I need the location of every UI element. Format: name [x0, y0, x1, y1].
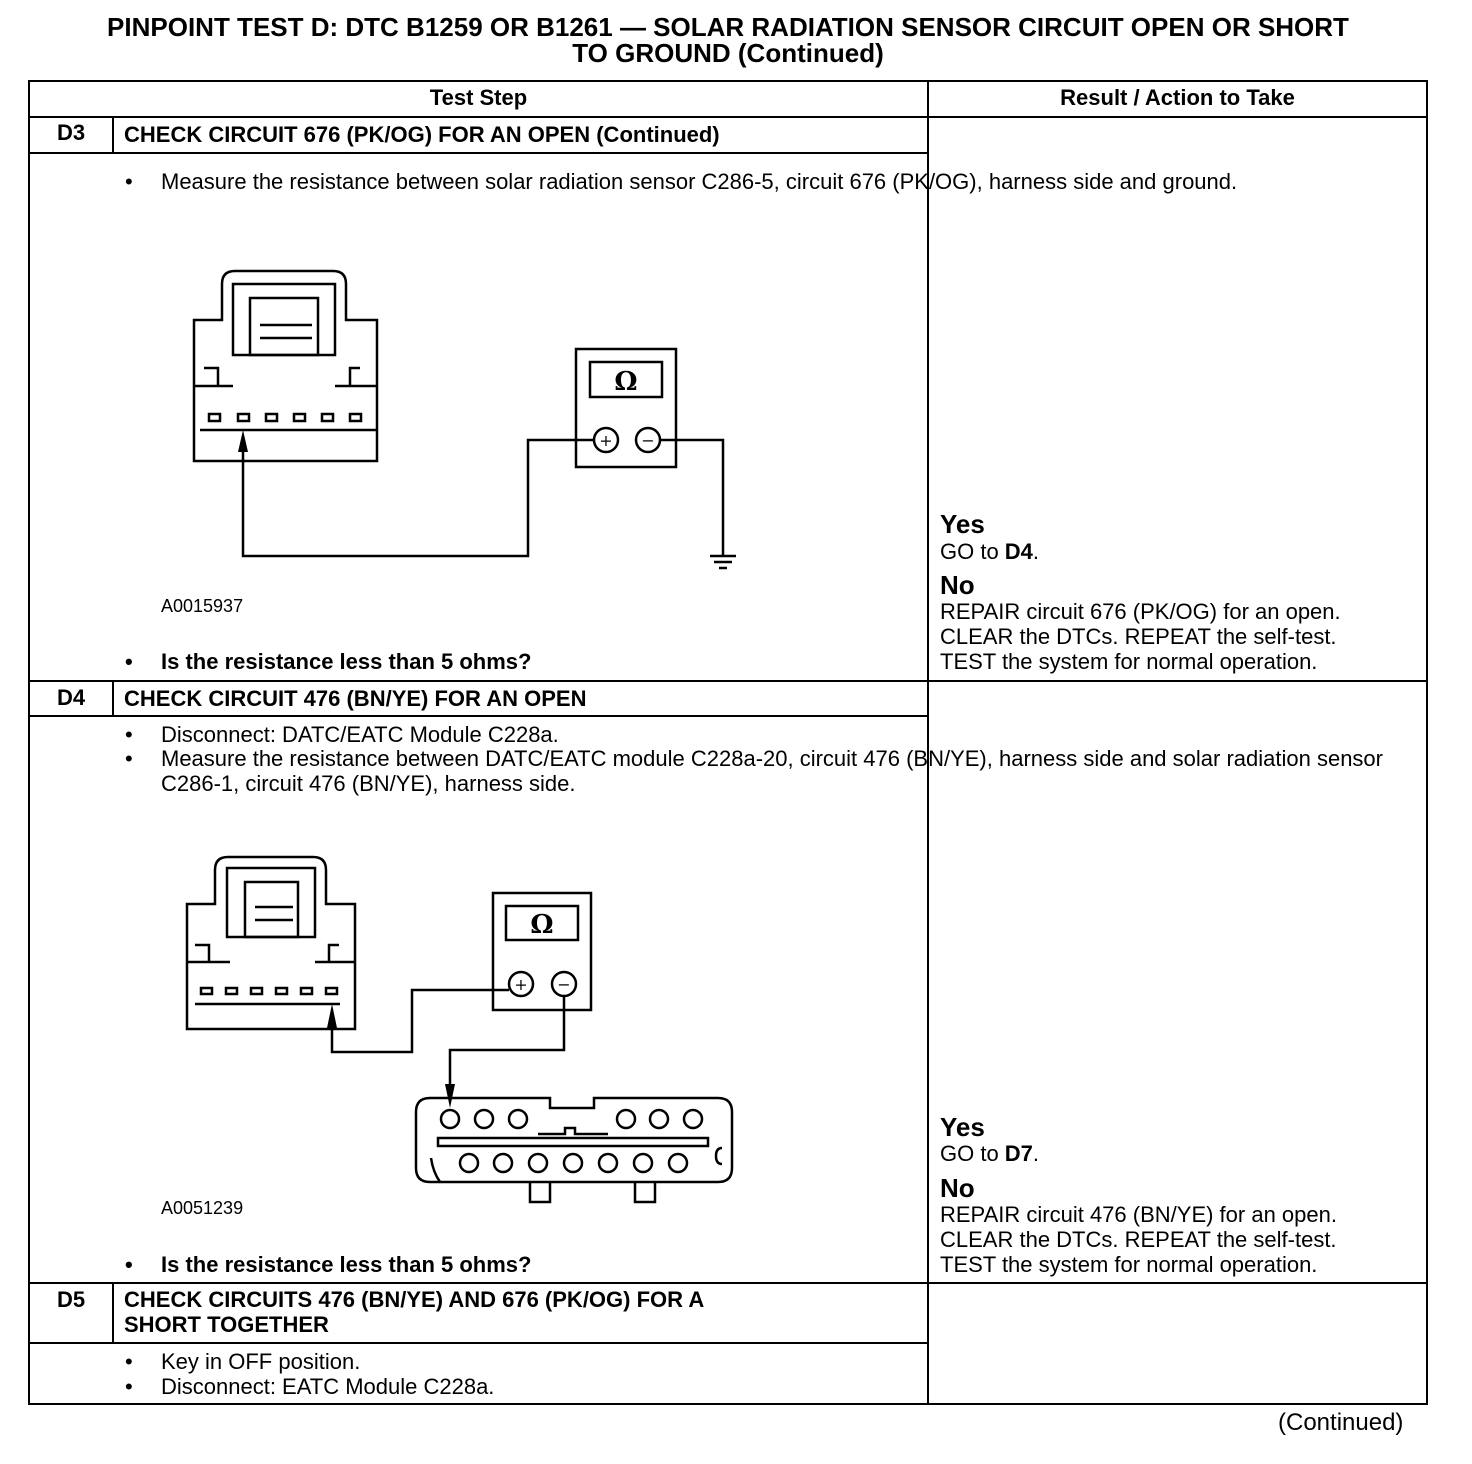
pinpoint-table: Test Step Result / Action to Take D3 CHE… — [28, 80, 1428, 1405]
title-line-1: PINPOINT TEST D: DTC B1259 OR B1261 — SO… — [107, 12, 1349, 42]
ohm-symbol: Ω — [614, 367, 637, 397]
step-id-d3: D3 — [56, 120, 86, 145]
bullet-text: Disconnect: DATC/EATC Module C228a. — [125, 722, 559, 747]
result-yes-action: GO to D4. — [940, 539, 1039, 564]
page-title: PINPOINT TEST D: DTC B1259 OR B1261 — SO… — [0, 14, 1456, 66]
step-id-d4: D4 — [56, 685, 86, 710]
step-id-divider — [112, 681, 114, 717]
sensor-connector-icon — [185, 855, 357, 1031]
yes-action-target: D7 — [1004, 1141, 1033, 1166]
result-no-label: No — [940, 1173, 975, 1203]
result-yes-label: Yes — [940, 1112, 985, 1142]
ohm-symbol: Ω — [530, 910, 553, 940]
bullet-text: Key in OFF position. — [125, 1349, 360, 1374]
step-question: Is the resistance less than 5 ohms? — [125, 649, 532, 674]
yes-action-target: D4 — [1004, 539, 1033, 564]
row-divider — [30, 152, 927, 154]
result-yes-label: Yes — [940, 509, 985, 539]
bullet-text: Measure the resistance between DATC/EATC… — [125, 746, 1426, 796]
bullet-text: Measure the resistance between solar rad… — [125, 169, 1237, 194]
continued-footer: (Continued) — [1278, 1409, 1404, 1436]
title-line-2: TO GROUND (Continued) — [572, 38, 884, 68]
bullet-text: Disconnect: EATC Module C228a. — [125, 1374, 494, 1399]
row-divider — [30, 680, 1426, 682]
result-yes-action: GO to D7. — [940, 1141, 1039, 1166]
sensor-connector-icon — [192, 269, 379, 463]
row-divider — [30, 1342, 927, 1344]
step-heading-d3: CHECK CIRCUIT 676 (PK/OG) FOR AN OPEN (C… — [124, 122, 720, 147]
column-divider — [927, 82, 929, 1403]
row-divider — [30, 116, 1426, 118]
module-connector-icon — [414, 1096, 734, 1204]
figure-id: A0051239 — [161, 1198, 244, 1218]
header-test-step: Test Step — [429, 85, 528, 110]
step-id-divider — [112, 117, 114, 154]
yes-action-end: . — [1032, 539, 1040, 564]
yes-action-text: GO to — [940, 1141, 1005, 1166]
meter-plus: + — [599, 431, 612, 450]
result-no-label: No — [940, 570, 975, 600]
header-result: Result / Action to Take — [1060, 85, 1295, 110]
step-heading-d5: CHECK CIRCUITS 476 (BN/YE) AND 676 (PK/O… — [124, 1287, 705, 1337]
figure-id: A0015937 — [161, 596, 244, 616]
meter-plus: + — [514, 975, 527, 994]
result-no-action: REPAIR circuit 476 (BN/YE) for an open. … — [940, 1202, 1337, 1277]
meter-minus: − — [641, 431, 654, 450]
yes-action-text: GO to — [940, 539, 1005, 564]
ohmmeter-icon — [491, 891, 593, 1012]
step-id-d5: D5 — [56, 1287, 86, 1312]
row-divider — [30, 715, 927, 717]
yes-action-end: . — [1032, 1141, 1040, 1166]
step-question: Is the resistance less than 5 ohms? — [125, 1252, 532, 1277]
row-divider — [30, 1282, 1426, 1284]
meter-minus: − — [557, 975, 570, 994]
result-no-action: REPAIR circuit 676 (PK/OG) for an open. … — [940, 599, 1341, 674]
step-heading-d4: CHECK CIRCUIT 476 (BN/YE) FOR AN OPEN — [124, 686, 587, 711]
ground-icon — [710, 554, 736, 570]
step-id-divider — [112, 1283, 114, 1343]
